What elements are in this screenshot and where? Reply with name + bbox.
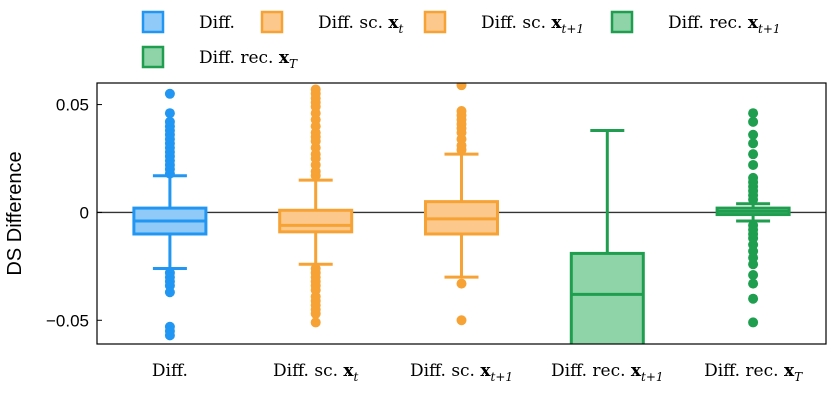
legend-swatch [610, 10, 634, 34]
outlier-point [748, 129, 759, 140]
box-series-4 [569, 128, 645, 344]
outlier-point [748, 278, 759, 289]
y-axis: DS Difference 0.05 0 −0.05 [4, 96, 102, 330]
box-series-5 [715, 108, 791, 328]
plot-frame [96, 82, 827, 345]
outlier-point [164, 168, 175, 179]
outlier-point [748, 259, 759, 270]
plot-clip-group [97, 83, 826, 344]
y-tick-label: 0 [80, 203, 89, 222]
outlier-point [748, 293, 759, 304]
legend-swatch [423, 10, 447, 34]
y-tick-label: 0.05 [56, 96, 89, 115]
box-series-2 [278, 84, 354, 328]
outlier-point [310, 170, 321, 181]
legend-label: Diff. rec. xt+1 [668, 13, 781, 36]
legend-item: Diff. sc. xt [260, 10, 404, 36]
outlier-point [748, 108, 759, 119]
outlier-point [310, 317, 321, 328]
legend-item: Diff. rec. xt+1 [610, 10, 781, 36]
x-axis-ticks: Diff. Diff. sc. xt Diff. sc. xt+1 Diff. rec… [152, 361, 803, 384]
legend-label: Diff. [199, 13, 235, 33]
legend-item: Diff. rec. xT [141, 45, 298, 71]
legend-label: Diff. rec. xT [199, 48, 298, 71]
legend-label: Diff. sc. xt+1 [481, 13, 584, 36]
outlier-point [748, 194, 759, 205]
plot-area [96, 82, 827, 345]
outlier-point [748, 149, 759, 160]
outlier-point [748, 269, 759, 280]
x-tick-label: Diff. [152, 361, 188, 381]
y-tick-label: −0.05 [46, 311, 89, 330]
x-tick-label: Diff. rec. xt+1 [551, 361, 664, 384]
legend-swatch [141, 45, 165, 69]
outlier-point [748, 116, 759, 127]
outlier-point [164, 287, 175, 298]
legend-label: Diff. sc. xt [318, 13, 404, 36]
outlier-point [456, 83, 467, 91]
outlier-point [164, 330, 175, 341]
legend-item: Diff. sc. xt+1 [423, 10, 584, 36]
box-series-1 [132, 88, 208, 341]
legend-swatch [260, 10, 284, 34]
box-iqr [278, 208, 354, 234]
outlier-point [748, 159, 759, 170]
outlier-point [164, 108, 175, 119]
outlier-point [456, 278, 467, 289]
outlier-point [456, 315, 467, 326]
outlier-point [456, 144, 467, 155]
legend-swatch [141, 10, 165, 34]
x-tick-label: Diff. sc. xt [273, 361, 359, 384]
legend-item: Diff. [141, 10, 235, 34]
box-iqr [569, 251, 645, 344]
outlier-point [748, 138, 759, 149]
y-axis-label: DS Difference [4, 151, 26, 275]
outlier-point [310, 308, 321, 319]
box-series-3 [424, 83, 499, 326]
x-tick-label: Diff. rec. xT [704, 361, 803, 384]
outlier-point [748, 317, 759, 328]
outlier-point [164, 88, 175, 99]
x-tick-label: Diff. sc. xt+1 [410, 361, 513, 384]
